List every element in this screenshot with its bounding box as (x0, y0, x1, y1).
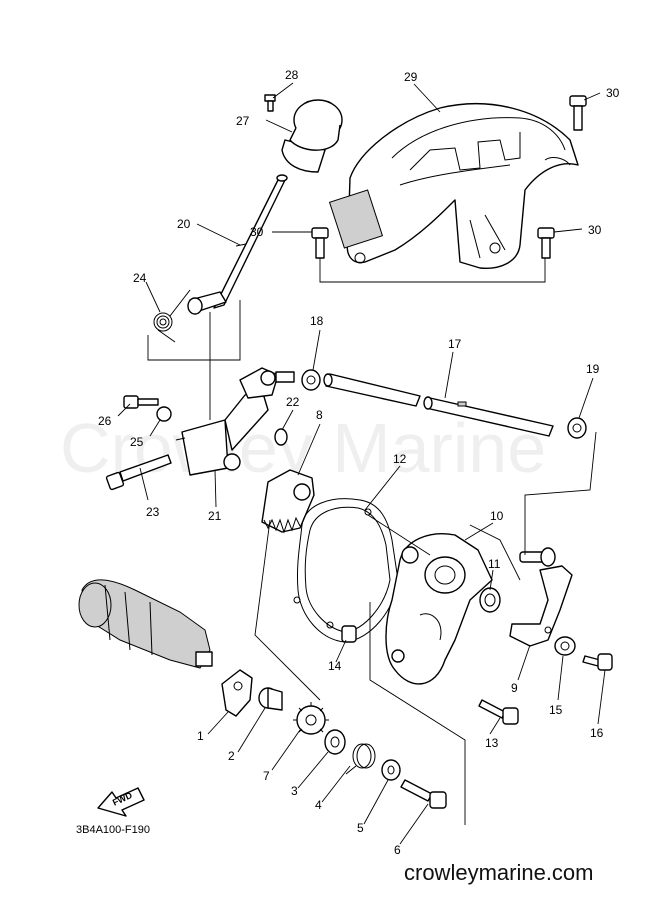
callout-17: 17 (448, 337, 462, 351)
part-11-seal (479, 587, 501, 613)
callout-22: 22 (286, 395, 300, 409)
callout-9: 9 (511, 681, 518, 695)
part-27-knob (281, 99, 343, 173)
callout-20: 20 (177, 217, 191, 231)
callout-15: 15 (549, 703, 563, 717)
part-13-bolt (478, 699, 519, 725)
part-2-collar (258, 687, 283, 711)
part-9-shift-arm (509, 547, 573, 647)
callout-12: 12 (393, 452, 407, 466)
part-8-segment (261, 469, 315, 534)
part-6-bolt (400, 779, 447, 809)
callout-29: 29 (404, 70, 418, 84)
callout-30-right: 30 (588, 223, 602, 237)
callout-10: 10 (490, 509, 504, 523)
part-18-collar (301, 369, 321, 391)
callout-13: 13 (485, 736, 499, 750)
part-16-bolt (582, 653, 613, 671)
callout-5: 5 (357, 821, 364, 835)
part-5-washer (381, 759, 401, 781)
drawing-code: 3B4A100-F190 (76, 824, 150, 836)
bolt-30-left (311, 227, 329, 259)
callout-21: 21 (208, 509, 222, 523)
callout-2: 2 (228, 749, 235, 763)
part-26-bolt (123, 395, 159, 409)
callout-1: 1 (197, 729, 204, 743)
callout-30-top: 30 (606, 86, 620, 100)
website-label: crowleymarine.com (404, 860, 594, 885)
callout-labels: 28 27 29 30 30 30 20 24 18 17 19 22 8 26… (98, 68, 620, 857)
bolt-30-right (537, 227, 555, 259)
callout-30-left: 30 (250, 225, 264, 239)
part-20-shift-lever (187, 174, 288, 315)
part-22-washer (274, 428, 288, 446)
part-housing-cover (385, 533, 493, 685)
part-3-washer (324, 729, 346, 755)
part-17-shift-rod (323, 373, 554, 437)
callout-28: 28 (285, 68, 299, 82)
callout-16: 16 (590, 726, 604, 740)
part-29-cover (328, 103, 579, 269)
callout-26: 26 (98, 414, 112, 428)
bolt-30-top (569, 95, 587, 131)
callout-11: 11 (488, 557, 501, 571)
part-12-gasket (296, 498, 399, 643)
callout-14: 14 (328, 659, 342, 673)
callout-6: 6 (394, 843, 401, 857)
fwd-arrow-icon: FWD (97, 787, 145, 817)
callout-7: 7 (263, 769, 270, 783)
callout-18: 18 (310, 314, 324, 328)
part-28-screw (264, 94, 276, 112)
shift-drum (78, 579, 213, 669)
callout-23: 23 (146, 505, 160, 519)
part-4-spring (345, 743, 376, 775)
callout-19: 19 (586, 362, 600, 376)
leader-lines (117, 82, 606, 845)
part-21-bracket (181, 367, 295, 476)
part-15-washer (554, 636, 576, 656)
part-7-star-gear (293, 702, 329, 735)
part-25-washer (156, 406, 172, 422)
callout-25: 25 (130, 435, 144, 449)
part-19-collar (567, 417, 587, 439)
part-23-bolt (105, 454, 172, 491)
callout-24: 24 (133, 271, 147, 285)
callout-27: 27 (236, 114, 250, 128)
part-24-spring (153, 289, 191, 343)
callout-8: 8 (316, 408, 323, 422)
callout-3: 3 (291, 784, 298, 798)
callout-4: 4 (315, 798, 322, 812)
part-1-stopper (221, 669, 253, 717)
part-14-dowel (341, 625, 357, 643)
